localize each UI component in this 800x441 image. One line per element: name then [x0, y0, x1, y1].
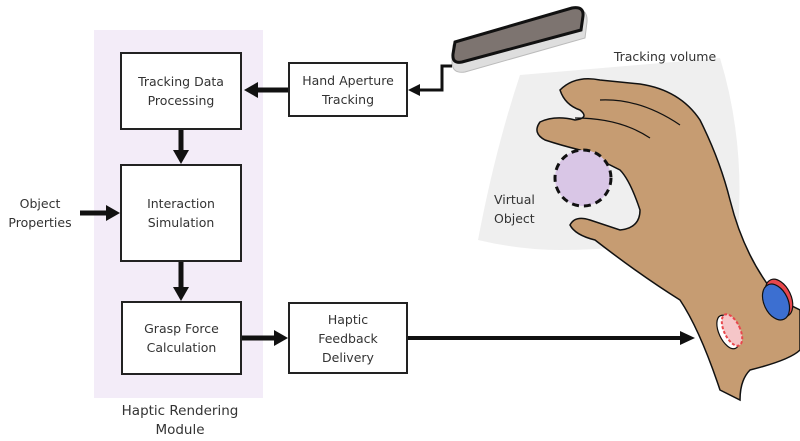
- haptic-feedback-delivery-box: Haptic Feedback Delivery: [288, 302, 408, 374]
- arrowhead: [274, 330, 288, 346]
- haptic-band-icon: [716, 278, 794, 350]
- tracking-data-processing-box: Tracking Data Processing: [120, 52, 242, 130]
- tracking-sensor-icon: [451, 6, 588, 73]
- arrowhead: [408, 84, 420, 96]
- grasp-force-calculation-box: Grasp Force Calculation: [121, 301, 242, 375]
- arrowhead: [173, 287, 189, 301]
- module-label: Haptic Rendering Module: [121, 403, 239, 438]
- tracking-volume-label: Tracking volume: [613, 49, 717, 64]
- sensor-connector: [418, 64, 452, 92]
- flow-arrows: [80, 82, 695, 346]
- arrowhead: [173, 150, 189, 164]
- interaction-simulation-box: Interaction Simulation: [120, 164, 242, 262]
- hand-aperture-tracking-box: Hand Aperture Tracking: [288, 62, 408, 117]
- virtual-object-label: Virtual Object: [494, 192, 535, 226]
- arrowhead: [244, 82, 258, 98]
- arrowhead: [106, 205, 120, 221]
- arrowhead: [680, 331, 695, 345]
- object-properties-label: Object Properties: [8, 196, 72, 230]
- virtual-object-icon: [553, 148, 613, 208]
